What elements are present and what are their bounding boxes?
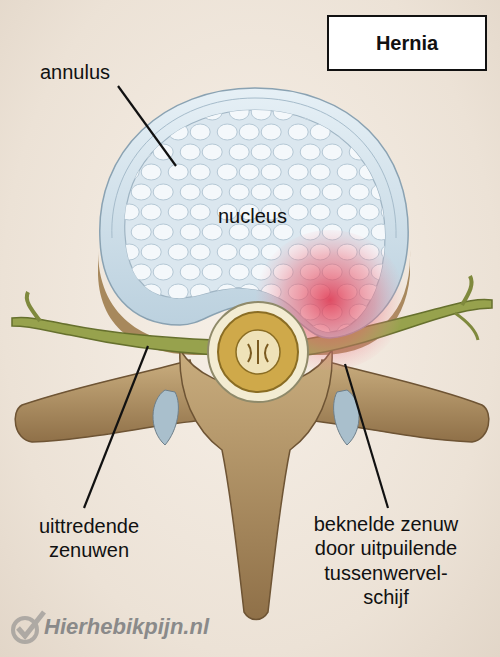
title: Hernia [376,32,438,55]
spinal-cord [208,302,308,402]
part-label: annulus [40,60,110,84]
part-label: uittredende zenuwen [14,514,164,563]
part-label: beknelde zenuw door uitpuilende tussenwe… [300,512,472,610]
part-label: nucleus [218,204,287,228]
vertebra-bone [15,250,489,620]
watermark-icon [13,612,44,642]
title-box: Hernia [327,15,487,71]
watermark: Hierhebikpijn.nl [44,614,209,641]
leader-lines [84,86,388,508]
